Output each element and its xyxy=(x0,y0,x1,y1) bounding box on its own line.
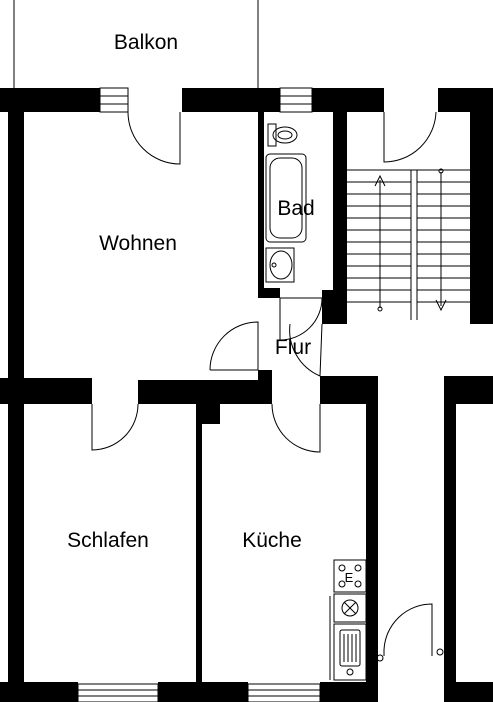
door-bath xyxy=(279,297,323,341)
sink-icon xyxy=(265,247,295,283)
wall-bed-kitchen xyxy=(196,404,202,686)
wall-top-bath-right xyxy=(312,88,384,112)
bath-fixtures xyxy=(265,123,307,283)
wall-right-lower xyxy=(444,404,456,702)
door-bedroom xyxy=(91,403,139,451)
wall-bath-stair xyxy=(333,100,347,324)
wall-bottom-left xyxy=(0,682,78,702)
wall-bottom-far xyxy=(444,682,493,702)
door-balcony xyxy=(127,111,181,165)
room-label-balcony: Balkon xyxy=(114,31,178,54)
window-living xyxy=(99,87,129,113)
toilet-tank xyxy=(267,123,277,147)
wall-living-bath xyxy=(258,112,264,298)
wall-right-upper xyxy=(470,112,493,324)
door-lower-right xyxy=(383,603,433,656)
wall-bed-kitchen-stub xyxy=(196,404,220,424)
door-living xyxy=(209,321,259,371)
wall-stair-bottom-stub xyxy=(322,290,347,324)
kitchen-fixtures xyxy=(329,559,367,681)
balcony-outline xyxy=(13,0,259,88)
room-label-bath: Bad xyxy=(277,197,314,220)
door-hall-entry xyxy=(289,323,323,377)
bathtub-icon xyxy=(265,153,307,243)
washer-icon xyxy=(333,593,367,623)
stair xyxy=(347,168,470,320)
toilet-icon xyxy=(272,126,298,144)
wall-top-right xyxy=(438,88,493,112)
stair-steps xyxy=(347,181,470,303)
room-label-bedroom: Schlafen xyxy=(67,529,149,552)
wall-hall-left xyxy=(258,370,272,404)
door-kitchen xyxy=(271,403,321,453)
stove-icon xyxy=(333,559,367,593)
wall-kitchen-right xyxy=(366,404,378,702)
stove-label: E xyxy=(345,570,354,585)
room-label-kitchen: Küche xyxy=(242,529,302,552)
door-stair-top xyxy=(383,111,437,163)
wall-bottom-right xyxy=(320,682,378,702)
wall-top-mid xyxy=(182,88,280,112)
window-kitchen xyxy=(247,683,321,702)
room-label-living: Wohnen xyxy=(99,232,177,255)
wall-mid-left xyxy=(0,378,92,404)
window-bedroom xyxy=(77,683,159,702)
wall-mid-far-right xyxy=(444,376,493,404)
wall-bottom-mid xyxy=(158,682,248,702)
wall-bath-bottom-left xyxy=(258,288,280,298)
wall-mid-center xyxy=(138,380,272,404)
wall-mid-right xyxy=(320,376,378,404)
room-label-hall: Flur xyxy=(275,336,311,359)
windows xyxy=(77,87,321,702)
walls xyxy=(0,88,493,702)
doors xyxy=(91,111,444,662)
window-bath xyxy=(279,87,313,113)
kitchen-sink-icon xyxy=(333,623,367,681)
